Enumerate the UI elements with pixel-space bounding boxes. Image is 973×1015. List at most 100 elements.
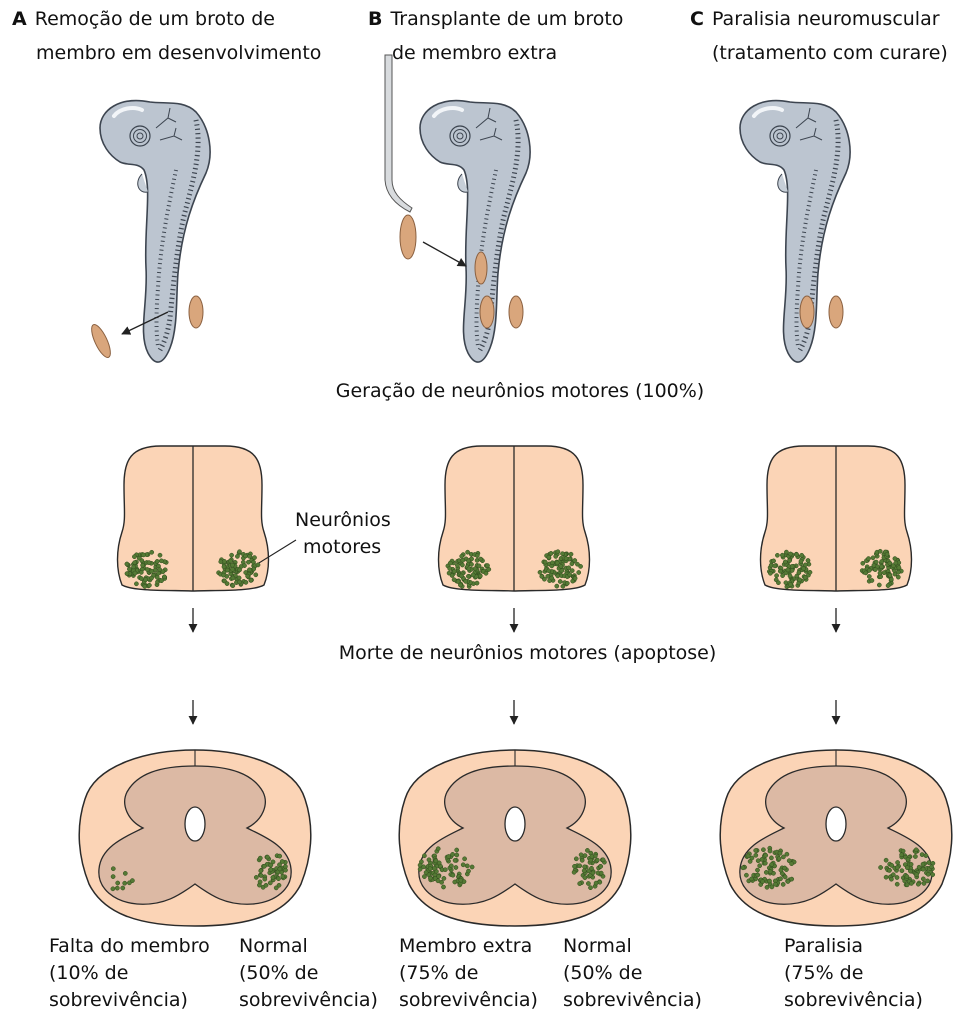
motor-neuron-dot <box>243 554 247 558</box>
motor-neuron-dot <box>768 571 772 575</box>
motor-neuron-dot <box>785 852 789 856</box>
motor-neuron-dot <box>758 864 762 868</box>
cord-late-c <box>720 750 952 926</box>
motor-neuron-dot <box>570 562 574 566</box>
outcome-paralysis: Paralisia (75% de sobrevivência) <box>784 933 923 1014</box>
outcome-survival: sobrevivência) <box>49 987 210 1014</box>
limb-bud-c-hind-left <box>800 296 814 328</box>
motor-neuron-dot <box>788 559 792 563</box>
transplant-arrow <box>423 242 466 266</box>
motor-neuron-dot <box>900 869 904 873</box>
motor-neuron-dot <box>778 569 782 573</box>
motor-neuron-dot <box>917 865 921 869</box>
motor-neuron-dot <box>281 874 285 878</box>
motor-neuron-dot <box>560 569 564 573</box>
motor-neuron-dot <box>543 560 547 564</box>
motor-neuron-dot <box>781 882 785 886</box>
motor-neuron-dot <box>905 866 909 870</box>
motor-neuron-dot <box>219 560 223 564</box>
motor-neuron-dot <box>459 878 463 882</box>
motor-neuron-dot <box>418 863 422 867</box>
transplant-limb-bud <box>400 215 416 259</box>
motor-neuron-dot <box>882 571 886 575</box>
motor-neuron-dot <box>258 856 262 860</box>
motor-neuron-dot <box>768 849 772 853</box>
motor-neuron-dot <box>469 562 473 566</box>
motor-neuron-dot <box>442 876 446 880</box>
motor-neuron-dot <box>866 557 870 561</box>
motor-neuron-dot <box>158 553 162 557</box>
motor-neuron-dot <box>123 881 127 885</box>
motor-neuron-dot <box>578 882 582 886</box>
motor-neuron-dot <box>773 882 777 886</box>
motor-neuron-dot <box>466 869 470 873</box>
motor-neuron-dot <box>123 871 127 875</box>
motor-neuron-dot <box>914 873 918 877</box>
motor-neuron-dot <box>478 574 482 578</box>
motor-neuron-dot <box>161 570 165 574</box>
motor-neuron-dot <box>443 868 447 872</box>
motor-neuron-dot <box>775 553 779 557</box>
outcome-label: Falta do membro <box>49 933 210 960</box>
motor-neuron-dot <box>271 875 275 879</box>
motor-neuron-dot <box>263 877 267 881</box>
limb-bud-a-hind <box>189 296 203 328</box>
motor-neuron-dot <box>567 566 571 570</box>
motor-neuron-dot <box>455 853 459 857</box>
motor-neuron-dot <box>111 867 115 871</box>
motor-neuron-dot <box>788 552 792 556</box>
motor-neuron-dot <box>238 580 242 584</box>
motor-neuron-dot <box>803 563 807 567</box>
motor-neuron-dot <box>461 558 465 562</box>
motor-neuron-dot <box>451 873 455 877</box>
motor-neuron-dot <box>761 848 765 852</box>
motor-neuron-dot <box>424 870 428 874</box>
motor-neuron-dot <box>873 568 877 572</box>
motor-neuron-dot <box>561 584 565 588</box>
motor-neuron-dot <box>572 870 576 874</box>
motor-neuron-dot <box>921 867 925 871</box>
motor-neuron-dot <box>786 879 790 883</box>
motor-neuron-dot <box>780 553 784 557</box>
motor-neuron-dot <box>484 571 488 575</box>
motor-neuron-dot <box>477 564 481 568</box>
motor-neuron-dot <box>884 875 888 879</box>
motor-neuron-dot <box>579 853 583 857</box>
motor-neuron-dot <box>432 866 436 870</box>
motor-neuron-dot <box>764 870 768 874</box>
motor-neuron-dot <box>149 576 153 580</box>
motor-neuron-dot <box>111 887 115 891</box>
motor-neuron-dot <box>121 886 125 890</box>
motor-neuron-dot <box>256 563 260 567</box>
motor-neuron-dot <box>894 561 898 565</box>
motor-neuron-dot <box>254 875 258 879</box>
limb-bud-b-hind-left <box>480 296 494 328</box>
outcome-label: Paralisia <box>784 933 923 960</box>
motor-neuron-dot <box>768 870 772 874</box>
motor-neuron-dot <box>601 858 605 862</box>
motor-neuron-dot <box>783 866 787 870</box>
motor-neuron-dot <box>460 554 464 558</box>
motor-neuron-dot <box>744 873 748 877</box>
motor-neuron-dot <box>274 886 278 890</box>
motor-neuron-dot <box>475 581 479 585</box>
motor-neuron-dot <box>459 574 463 578</box>
motor-neuron-dot <box>878 571 882 575</box>
motor-neuron-dot <box>900 853 904 857</box>
motor-neuron-dot <box>888 561 892 565</box>
motor-neuron-dot <box>466 550 470 554</box>
motor-neuron-dot <box>896 570 900 574</box>
cord-late-b <box>399 750 631 926</box>
motor-neuron-dot <box>134 582 138 586</box>
outcome-survival: sobrevivência) <box>563 987 702 1014</box>
motor-neuron-dot <box>246 574 250 578</box>
motor-neuron-dot <box>781 855 785 859</box>
motor-neuron-dot <box>115 886 119 890</box>
motor-neuron-dot <box>230 563 234 567</box>
motor-neuron-dot <box>879 565 883 569</box>
motor-neuron-dot <box>448 566 452 570</box>
motor-neuron-dot <box>137 556 141 560</box>
motor-neuron-dot <box>577 570 581 574</box>
motor-neuron-dot <box>538 570 542 574</box>
motor-neuron-dot <box>464 579 468 583</box>
